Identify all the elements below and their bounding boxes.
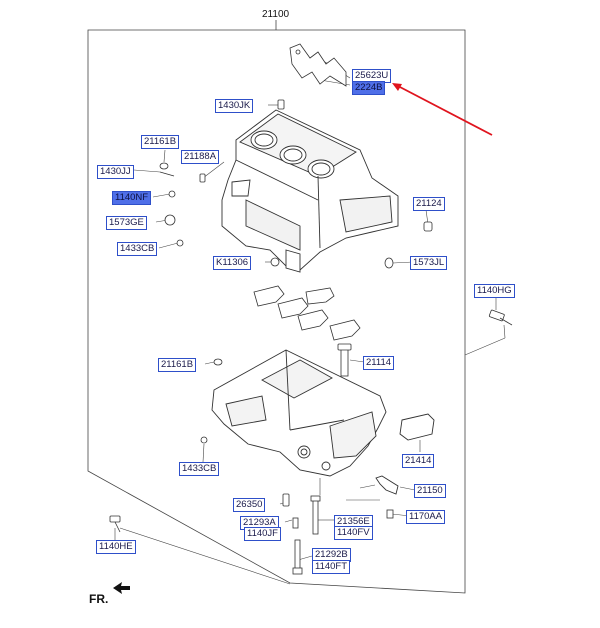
part-label-21161b-top[interactable]: 21161B bbox=[141, 135, 180, 149]
part-label-21414[interactable]: 21414 bbox=[402, 454, 435, 468]
small-fasteners bbox=[159, 99, 433, 444]
cylinder-block-upper bbox=[221, 109, 399, 273]
part-label-1140nf[interactable]: 1140NF bbox=[112, 191, 152, 205]
part-label-k11306[interactable]: K11306 bbox=[213, 256, 252, 270]
part-label-21114[interactable]: 21114 bbox=[363, 356, 395, 370]
part-label-2224b[interactable]: 2224B bbox=[352, 81, 386, 95]
part-label-1140jf[interactable]: 1140JF bbox=[244, 527, 281, 541]
part-label-1430jk[interactable]: 1430JK bbox=[215, 99, 254, 113]
diagram-frame bbox=[87, 20, 466, 594]
oil-tube-21150 bbox=[375, 475, 399, 495]
part-label-1170aa[interactable]: 1170AA bbox=[406, 510, 446, 524]
cover-plate-21414 bbox=[399, 413, 435, 441]
head-gasket-part bbox=[289, 43, 347, 87]
part-label-1140ft[interactable]: 1140FT bbox=[312, 560, 351, 574]
front-label: FR. bbox=[89, 592, 109, 606]
part-label-1433cb-lower[interactable]: 1433CB bbox=[179, 462, 220, 476]
part-label-26350[interactable]: 26350 bbox=[233, 498, 266, 512]
part-label-21188a[interactable]: 21188A bbox=[181, 150, 220, 164]
front-direction-arrow bbox=[113, 582, 130, 594]
bearing-caps bbox=[253, 285, 361, 341]
part-label-1140fv[interactable]: 1140FV bbox=[334, 526, 373, 540]
assembly-label: 21100 bbox=[262, 9, 290, 20]
part-label-1430jj[interactable]: 1430JJ bbox=[97, 165, 134, 179]
red-pointer-arrow bbox=[392, 83, 493, 136]
crankcase-lower bbox=[211, 349, 387, 477]
part-label-1433cb-top[interactable]: 1433CB bbox=[117, 242, 158, 256]
bolts bbox=[109, 309, 513, 575]
part-label-1573jl[interactable]: 1573JL bbox=[410, 256, 448, 270]
part-label-1573ge[interactable]: 1573GE bbox=[106, 216, 147, 230]
part-label-21124[interactable]: 21124 bbox=[413, 197, 445, 211]
part-label-21150[interactable]: 21150 bbox=[414, 484, 446, 498]
part-label-1140he[interactable]: 1140HE bbox=[96, 540, 136, 554]
part-label-21161b-lower[interactable]: 21161B bbox=[158, 358, 197, 372]
part-label-1140hg[interactable]: 1140HG bbox=[474, 284, 515, 298]
